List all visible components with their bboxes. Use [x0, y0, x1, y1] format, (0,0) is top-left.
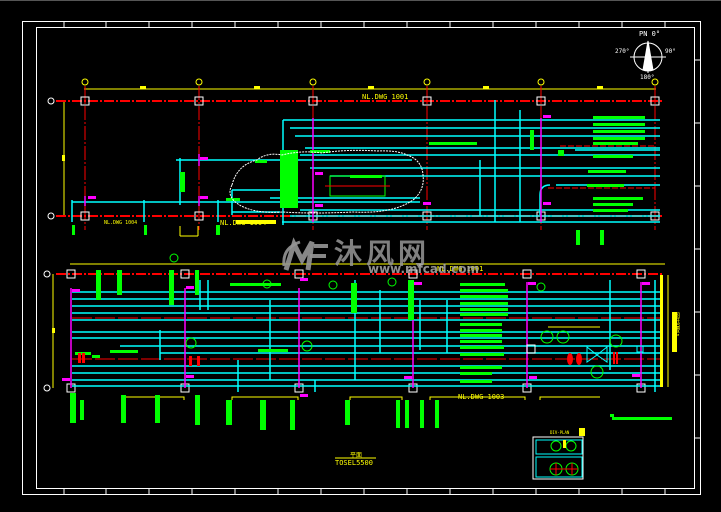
inset-label: DIV-PLAN — [550, 430, 570, 435]
lower-match-line-top: NL.DWG 1001 — [437, 265, 483, 273]
upper-plan — [47, 78, 662, 245]
drawing-frame — [22, 21, 701, 495]
watermark-brand: 沐风网 — [334, 237, 431, 270]
drawing-title-scale: TOSEL5500 — [335, 459, 373, 467]
lower-match-line-bottom: NL.DWG 1003 — [458, 393, 504, 401]
south-label: 180° — [640, 74, 654, 81]
upper-left-label: NL.DWG 1004 — [104, 220, 137, 226]
revision-cloud — [229, 149, 424, 214]
lower-plan — [43, 253, 677, 430]
north-label: PN 0° — [639, 30, 660, 38]
north-arrow-icon — [630, 40, 666, 73]
right-vertical-label: 图纸编号 — [673, 312, 680, 337]
window-top-edge — [0, 0, 721, 1]
east-label: 90° — [665, 48, 676, 55]
drawing-title-chinese: 平面 — [350, 452, 362, 459]
upper-lower-left-label: NL.DWG 1004 — [220, 219, 266, 227]
inset-detail — [532, 428, 585, 480]
watermark-url: www.mfcad.com — [368, 262, 479, 276]
west-label: 270° — [615, 48, 629, 55]
watermark-logo-icon — [282, 237, 328, 271]
upper-match-line-label: NL.DWG 1001 — [362, 93, 408, 101]
